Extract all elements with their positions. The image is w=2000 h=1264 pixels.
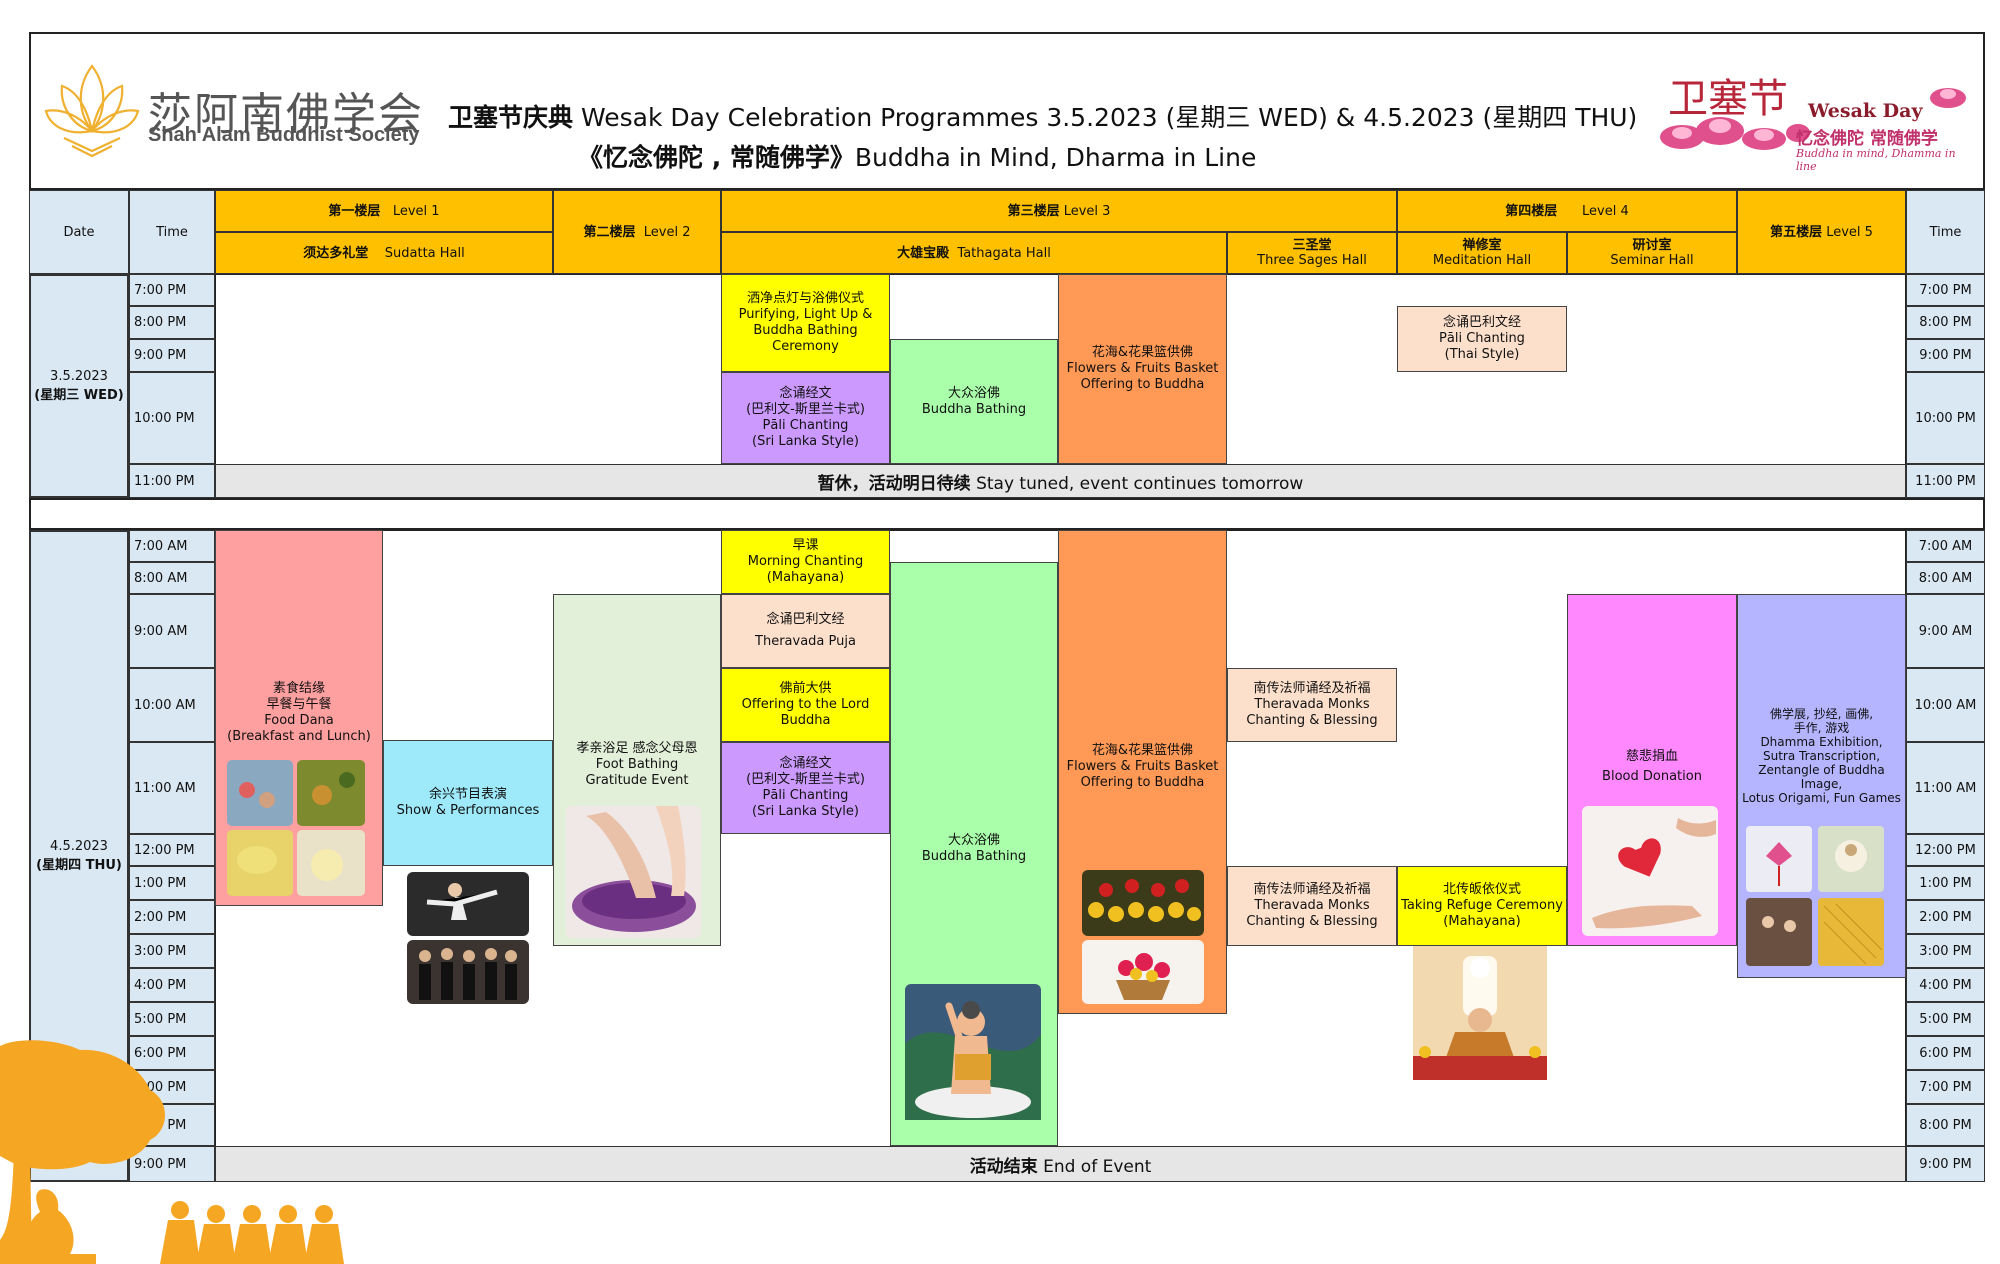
- badge-motto-cn: 忆念佛陀 常随佛学: [1796, 129, 1938, 149]
- blood-donation-image: [1582, 806, 1718, 936]
- day1-time-right: 9:00 PM: [1906, 339, 1985, 372]
- day2-time-left: 7:00 AM: [129, 530, 215, 562]
- day1-date-cell: 3.5.2023(星期三 WED): [29, 274, 129, 498]
- day2-time-left: 10:00 AM: [129, 668, 215, 742]
- day1-time-right: 7:00 PM: [1906, 274, 1985, 306]
- day1-time-left: 11:00 PM: [129, 464, 215, 498]
- day1-time-right: 10:00 PM: [1906, 372, 1985, 464]
- lotus-small-icon: [1930, 88, 1966, 108]
- day2-time-left: 5:00 PM: [129, 1002, 215, 1036]
- day2-time-right: 3:00 PM: [1906, 934, 1985, 968]
- badge-title-cn: 卫塞节: [1668, 76, 1788, 122]
- day2-time-right: 9:00 AM: [1906, 594, 1985, 668]
- day2-time-right: 11:00 AM: [1906, 742, 1985, 834]
- day1-time-right: 11:00 PM: [1906, 464, 1985, 498]
- badge-title-en: Wesak Day: [1808, 100, 1923, 122]
- page-subtitle: 《忆念佛陀 , 常随佛学》Buddha in Mind, Dharma in L…: [578, 143, 1257, 172]
- level5-header: 第五楼层 Level 5: [1737, 190, 1906, 274]
- day1-time-left: 10:00 PM: [129, 372, 215, 464]
- tathagata-hall-header: 大雄宝殿 Tathagata Hall: [721, 232, 1227, 274]
- day2-time-right: 5:00 PM: [1906, 1002, 1985, 1036]
- badge-motto-en: Buddha in mind, Dhamma in line: [1796, 147, 1956, 173]
- day2-time-left: 8:00 AM: [129, 562, 215, 594]
- level3-header: 第三楼层 Level 3: [721, 190, 1397, 232]
- org-name-chinese: 莎阿南佛学会: [148, 89, 424, 140]
- day2-time-right: 2:00 PM: [1906, 900, 1985, 934]
- day2-time-right: 10:00 AM: [1906, 668, 1985, 742]
- day2-time-left: 1:00 PM: [129, 866, 215, 900]
- org-name-english: Shah Alam Buddhist Society: [148, 124, 420, 146]
- day2-time-right: 6:00 PM: [1906, 1036, 1985, 1070]
- day1-notice-bar: 暂休，活动明日待续 Stay tuned, event continues to…: [215, 464, 1906, 498]
- header-banner: [29, 32, 1985, 190]
- day1-time-right: 8:00 PM: [1906, 306, 1985, 339]
- baby-buddha-image: [905, 984, 1041, 1120]
- exhibition-photos-image: [1746, 826, 1884, 966]
- event-pali-chanting-day2: 念诵经文(巴利文-斯里兰卡式)Pāli Chanting(Sri Lanka S…: [721, 742, 890, 834]
- day2-end-bar: 活动结束 End of Event: [215, 1146, 1906, 1182]
- sudatta-hall-header: 须达多礼堂 Sudatta Hall: [215, 232, 553, 274]
- level2-header: 第二楼层 Level 2: [553, 190, 721, 274]
- foot-bathing-image: [566, 806, 701, 938]
- day2-time-left: 2:00 PM: [129, 900, 215, 934]
- level4-header: 第四楼层 Level 4: [1397, 190, 1737, 232]
- performance-photos-image: [407, 872, 529, 1004]
- day2-time-left: 9:00 PM: [129, 1146, 215, 1182]
- day2-time-left: 12:00 PM: [129, 834, 215, 866]
- day2-time-left: 4:00 PM: [129, 968, 215, 1002]
- day2-time-right: 4:00 PM: [1906, 968, 1985, 1002]
- day2-time-left: 9:00 AM: [129, 594, 215, 668]
- wesak-badge: 卫塞节 Wesak Day 忆念佛陀 常随佛学 Buddha in mind, …: [1660, 64, 1970, 173]
- col-header-time: Time: [129, 190, 215, 274]
- day2-time-right: 8:00 AM: [1906, 562, 1985, 594]
- level1-header: 第一楼层 Level 1: [215, 190, 553, 232]
- food-photos-image: [227, 760, 365, 896]
- day2-time-right: 9:00 PM: [1906, 1146, 1985, 1182]
- lotus-flowers-icon: [1660, 117, 1810, 150]
- day-separator: [29, 498, 1985, 530]
- flowers-basket-image: [1082, 870, 1204, 1004]
- day2-time-right: 7:00 PM: [1906, 1070, 1985, 1104]
- day1-time-left: 7:00 PM: [129, 274, 215, 306]
- bodhi-tree-monks-icon: [0, 1040, 344, 1264]
- col-header-time-right: Time: [1906, 190, 1985, 274]
- day2-time-right: 8:00 PM: [1906, 1104, 1985, 1146]
- day2-time-right: 1:00 PM: [1906, 866, 1985, 900]
- page-title: 卫塞节庆典 Wesak Day Celebration Programmes 3…: [448, 103, 1638, 132]
- day2-time-left: 11:00 AM: [129, 742, 215, 834]
- lotus-logo-icon: [44, 64, 140, 158]
- event-pali-chanting-day1: 念诵经文(巴利文-斯里兰卡式)Pāli Chanting(Sri Lanka S…: [721, 372, 890, 464]
- day2-time-left: 6:00 PM: [129, 1036, 215, 1070]
- day2-time-left: 3:00 PM: [129, 934, 215, 968]
- day2-time-right: 12:00 PM: [1906, 834, 1985, 866]
- day2-time-right: 7:00 AM: [1906, 530, 1985, 562]
- day1-time-left: 9:00 PM: [129, 339, 215, 372]
- day2-time-left: 7:00 PM: [129, 1070, 215, 1104]
- day1-time-left: 8:00 PM: [129, 306, 215, 339]
- refuge-ceremony-image: [1413, 946, 1547, 1080]
- col-header-date: Date: [29, 190, 129, 274]
